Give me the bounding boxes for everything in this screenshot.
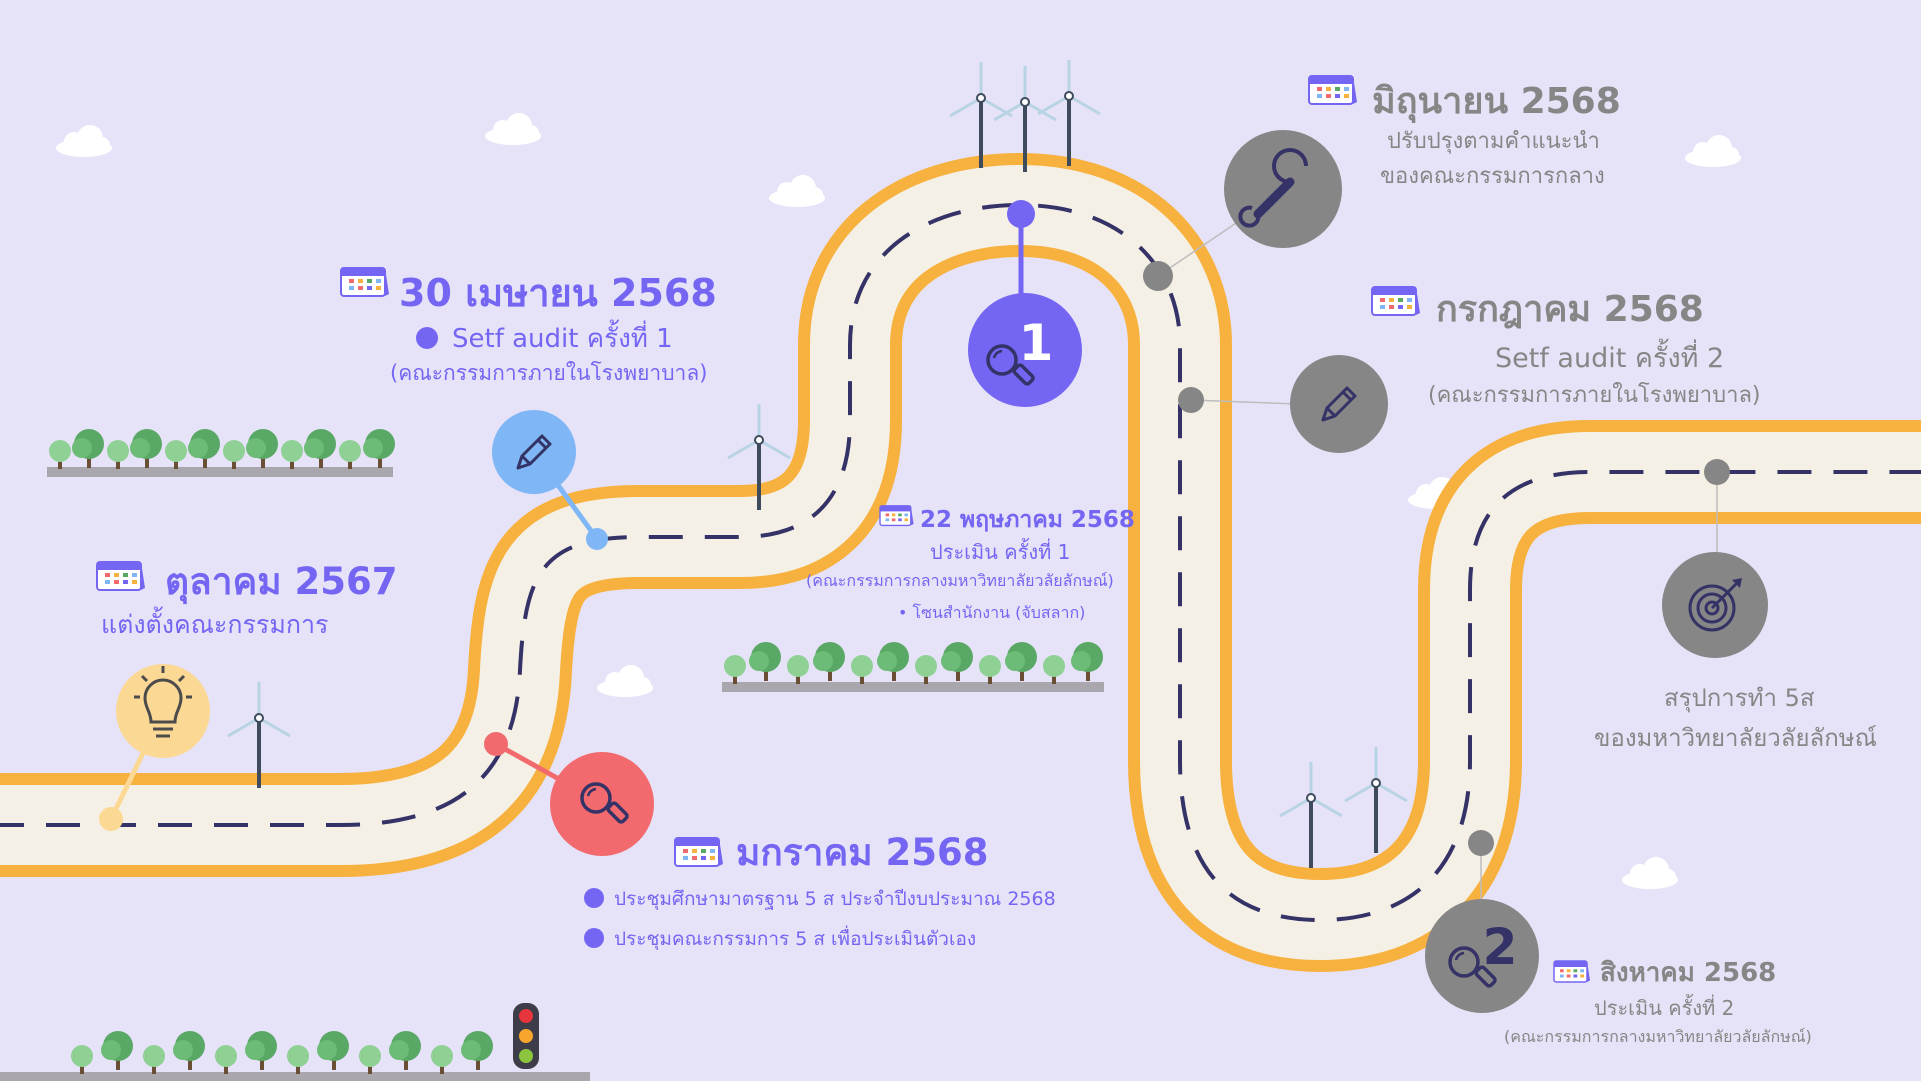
magnifier-icon [550,752,654,856]
milestone-aug-date: สิงหาคม 2568 [1600,958,1777,988]
milestone-aug-line1: ประเมิน ครั้งที่ 2 [1594,996,1735,1020]
target-icon [1662,552,1768,658]
badge-number-2: 2 [1483,918,1518,976]
milestone-jan-date: มกราคม 2568 [736,831,989,874]
tree-row-left [47,429,395,477]
tree-row-middle [722,642,1104,692]
milestone-apr-line1: Setf audit ครั้งที่ 1 [452,324,673,354]
bullet-dot [584,888,604,908]
milestone-jan-line2: ประชุมคณะกรรมการ 5 ส เพื่อประเมินตัวเอง [614,928,977,950]
milestone-may-line2: (คณะกรรมการกลางมหาวิทยาลัยวลัยลักษณ์) [806,571,1114,590]
milestone-apr-date: 30 เมษายน 2568 [399,271,717,315]
tree-row-bottom [0,1031,590,1081]
milestone-aug-line2: (คณะกรรมการกลางมหาวิทยาลัยวลัยลักษณ์) [1504,1027,1812,1046]
milestone-jun-line2: ของคณะกรรมการกลาง [1380,164,1605,189]
milestone-jan-item2: ประชุมคณะกรรมการ 5 ส เพื่อประเมินตัวเอง [584,924,976,954]
wrench-icon [1224,130,1342,248]
milestone-jul-line1: Setf audit ครั้งที่ 2 [1495,343,1725,374]
bullet-dot [584,928,604,948]
summary-line1: สรุปการทำ 5ส [1664,684,1815,712]
bullet-dot [416,327,438,349]
milestone-jul-date: กรกฎาคม 2568 [1436,289,1704,330]
milestone-apr-text: Setf audit ครั้งที่ 1 [416,318,673,359]
pencil-icon [492,410,576,494]
milestone-jun-line1: ปรับปรุงตามคำแนะนำ [1387,129,1600,154]
milestone-may-date: 22 พฤษภาคม 2568 [920,507,1135,533]
milestone-oct-text: แต่งตั้งคณะกรรมการ [101,610,329,639]
assessment-2-badge: 2 [1425,899,1539,1013]
milestone-jun-date: มิถุนายน 2568 [1372,81,1621,122]
milestone-oct-date: ตุลาคม 2567 [165,560,398,603]
milestone-jul-line2: (คณะกรรมการภายในโรงพยาบาล) [1428,383,1761,408]
summary-line2: ของมหาวิทยาลัยวลัยลักษณ์ [1594,724,1877,752]
milestone-may-line3: • โซนสำนักงาน (จับสลาก) [898,603,1086,622]
lightbulb-icon [116,664,210,758]
pencil-icon-2 [1290,355,1388,453]
milestone-apr-sub: (คณะกรรมการภายในโรงพยาบาล) [390,361,708,385]
milestone-may-line1: ประเมิน ครั้งที่ 1 [930,540,1071,564]
assessment-1-badge: 1 [968,293,1082,407]
milestone-jan-item1: ประชุมศึกษามาตรฐาน 5 ส ประจำปีงบประมาณ 2… [584,884,1056,914]
traffic-light-icon [513,1003,539,1069]
milestone-jan-line1: ประชุมศึกษามาตรฐาน 5 ส ประจำปีงบประมาณ 2… [614,888,1056,910]
badge-number-1: 1 [1019,314,1054,372]
